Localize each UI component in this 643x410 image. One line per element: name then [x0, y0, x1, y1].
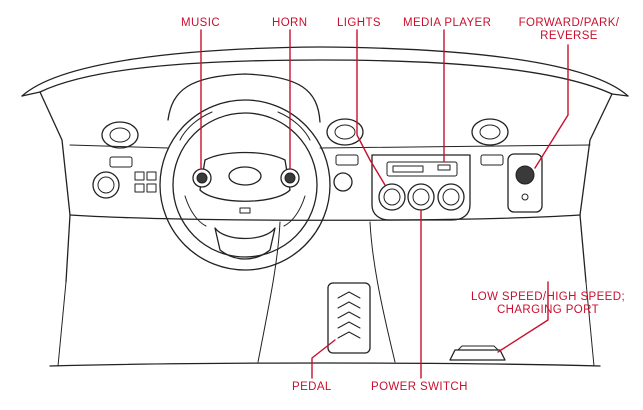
- console-lower-left: [257, 221, 281, 363]
- music-button: [192, 168, 212, 188]
- right-switch: [480, 154, 504, 166]
- label-forward-park-reverse-line1: FORWARD/PARK/: [518, 17, 620, 29]
- lights-knob: [378, 183, 406, 211]
- left-air-vent: [101, 121, 139, 149]
- center-switch: [335, 154, 359, 166]
- media-console: [371, 154, 471, 221]
- label-low-high-charging: LOW SPEED/HIGH SPEED; CHARGING PORT: [468, 291, 628, 317]
- accelerator-pedal: [327, 282, 371, 354]
- right-air-vent: [471, 118, 509, 146]
- gear-selector: [507, 153, 543, 213]
- dashboard-top-outline: [21, 46, 629, 97]
- label-low-high-charging-line2: CHARGING PORT: [496, 304, 600, 316]
- label-power-switch: POWER SWITCH: [371, 381, 468, 393]
- label-forward-park-reverse-line2: REVERSE: [540, 30, 598, 42]
- label-lights: LIGHTS: [337, 17, 381, 29]
- dashboard-top-inner: [39, 59, 613, 95]
- ignition-knob: [92, 171, 120, 199]
- callout-forward-park-reverse: [534, 44, 569, 169]
- floor-left-edge: [57, 281, 67, 367]
- label-media-player: MEDIA PLAYER: [403, 17, 492, 29]
- power-switch-knob: [407, 183, 435, 211]
- center-air-vent: [326, 118, 364, 146]
- steering-wheel: [159, 99, 331, 271]
- left-switch: [109, 156, 133, 168]
- floor-right-edge: [585, 281, 595, 367]
- callout-low-high-charging: [497, 281, 549, 353]
- left-dash-edge: [21, 91, 71, 283]
- label-low-high-charging-line1: LOW SPEED/HIGH SPEED;: [470, 291, 626, 303]
- floor-line: [49, 362, 601, 367]
- center-round-button: [333, 172, 353, 192]
- label-music: MUSIC: [181, 17, 221, 29]
- right-dash-edge: [579, 93, 629, 283]
- callout-pedal: [311, 339, 336, 379]
- console-lower: [369, 221, 396, 363]
- callout-lights: [356, 29, 386, 186]
- instrument-hood: [167, 73, 321, 123]
- label-pedal: PEDAL: [292, 381, 332, 393]
- dash-lower-edge: [69, 214, 581, 221]
- callout-lines: [200, 29, 569, 379]
- left-button-cluster: [134, 171, 157, 193]
- label-horn: HORN: [272, 17, 308, 29]
- dash-mid-line: [69, 144, 591, 149]
- third-knob: [437, 183, 465, 211]
- speed-switch-charging-port: [449, 345, 506, 361]
- label-forward-park-reverse: FORWARD/PARK/ REVERSE: [513, 17, 625, 43]
- horn-button: [280, 168, 300, 188]
